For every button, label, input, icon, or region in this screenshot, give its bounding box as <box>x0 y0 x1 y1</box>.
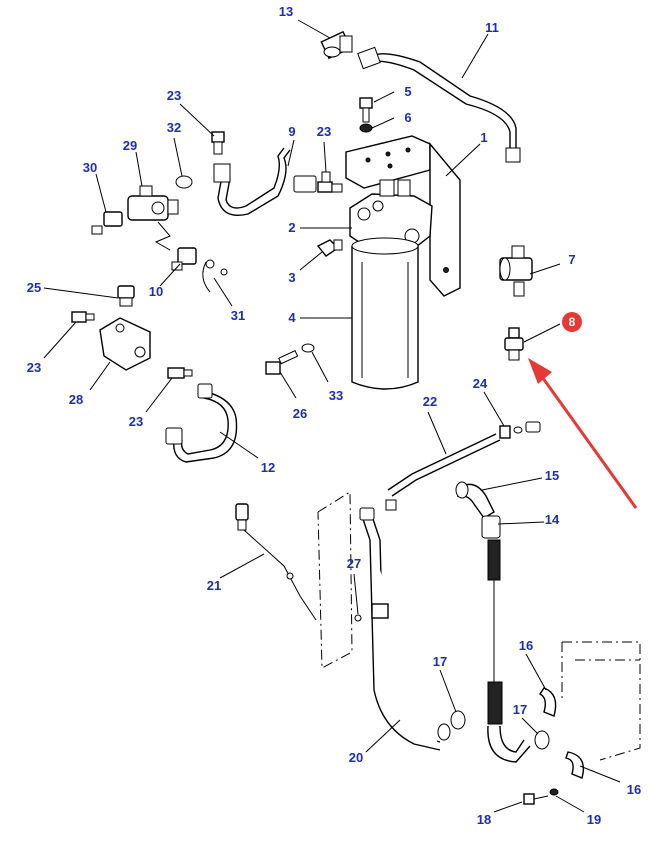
highlight-arrow <box>528 358 638 509</box>
washer-6 <box>359 123 373 133</box>
bracket-1 <box>345 135 461 297</box>
label-4: 4 <box>288 310 296 325</box>
bolt-26 <box>265 350 299 375</box>
pipe-22 <box>385 433 501 511</box>
highlight-badge: 8 <box>562 312 582 332</box>
fitting-23-left <box>71 311 95 323</box>
label-21: 21 <box>207 578 221 593</box>
label-18: 18 <box>477 812 491 827</box>
label-30: 30 <box>83 160 97 175</box>
filter-head-2 <box>349 179 433 251</box>
leader-lines <box>43 19 621 813</box>
switch-8 <box>504 327 524 361</box>
fitting-23-top <box>211 131 225 155</box>
fitting-25 <box>117 285 135 307</box>
badge-label: 8 <box>569 315 576 329</box>
label-23-left: 23 <box>27 360 41 375</box>
label-11: 11 <box>485 20 499 35</box>
label-22: 22 <box>423 394 437 409</box>
dashed-outline-lower-left <box>317 491 353 669</box>
label-3: 3 <box>288 270 295 285</box>
label-31: 31 <box>231 308 245 323</box>
label-19: 19 <box>587 812 601 827</box>
ring-17-left <box>450 710 466 730</box>
label-17-left: 17 <box>433 654 447 669</box>
label-1: 1 <box>480 130 487 145</box>
fitting-23-mid <box>317 171 343 193</box>
label-28: 28 <box>69 392 83 407</box>
label-2: 2 <box>288 220 295 235</box>
label-20: 20 <box>349 750 363 765</box>
label-32: 32 <box>167 120 181 135</box>
dashed-outline-tank-bracket <box>561 641 641 761</box>
screw-18 <box>523 793 549 805</box>
fitting-30 <box>91 211 123 235</box>
label-23-top: 23 <box>167 88 181 103</box>
filter-bowl-4 <box>351 237 419 390</box>
washer-33 <box>301 343 315 353</box>
bolt-5 <box>359 97 373 123</box>
label-9: 9 <box>288 124 295 139</box>
label-23-mid: 23 <box>317 124 331 139</box>
label-15: 15 <box>545 468 559 483</box>
callout-labels: 13 11 5 6 1 23 9 23 32 29 30 2 3 4 10 31… <box>27 4 641 827</box>
pipe-9 <box>213 147 317 216</box>
elbow-15 <box>455 481 495 519</box>
clip-31 <box>202 259 228 293</box>
tee-fitting-7 <box>499 245 533 297</box>
label-24: 24 <box>473 376 488 391</box>
label-13: 13 <box>279 4 293 19</box>
label-10: 10 <box>149 284 163 299</box>
label-26: 26 <box>293 406 307 421</box>
label-6: 6 <box>404 110 411 125</box>
label-33: 33 <box>329 388 343 403</box>
washer-19 <box>549 788 559 796</box>
label-27: 27 <box>347 556 361 571</box>
sender-21 <box>235 503 317 621</box>
clamp-27 <box>354 603 389 622</box>
sensor-10 <box>171 247 197 271</box>
label-14: 14 <box>545 512 560 527</box>
wire-29 <box>154 221 171 251</box>
label-25: 25 <box>27 280 41 295</box>
label-29: 29 <box>123 138 137 153</box>
label-16-lower: 16 <box>627 782 641 797</box>
label-7: 7 <box>568 252 575 267</box>
hose-14 <box>481 515 531 763</box>
label-17-right: 17 <box>513 702 527 717</box>
ring-17-right <box>534 730 550 750</box>
clamp-16-lower <box>565 751 585 779</box>
valve-29 <box>127 185 179 221</box>
label-12: 12 <box>261 460 275 475</box>
fitting-23-bottom <box>167 367 193 379</box>
clamp-16-upper <box>538 687 557 717</box>
label-5: 5 <box>404 84 411 99</box>
pipe-11 <box>357 46 521 163</box>
elbow-fitting-13 <box>320 30 353 60</box>
cap-32 <box>175 175 193 189</box>
pipe-20 <box>359 507 451 751</box>
fitting-24 <box>499 421 541 439</box>
block-28 <box>99 317 151 371</box>
sensor-3 <box>316 239 343 257</box>
label-23-bottom: 23 <box>129 414 143 429</box>
label-16-upper: 16 <box>519 638 533 653</box>
pipe-12 <box>165 383 238 463</box>
